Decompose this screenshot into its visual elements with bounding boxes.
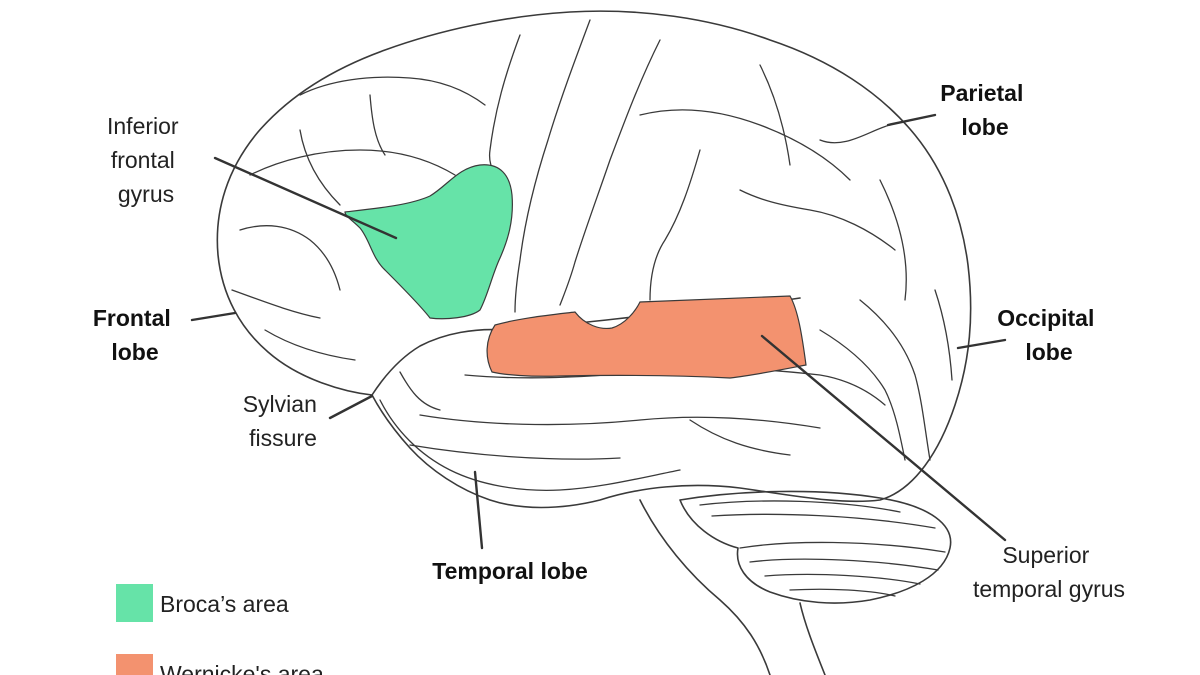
- cerebellum: [679, 490, 952, 604]
- label-superior-temporal-line-2: temporal gyrus: [973, 576, 1125, 602]
- leader-occipital-lobe: [956, 338, 1007, 350]
- label-occipital-line-2: lobe: [1025, 339, 1072, 365]
- legend-swatch-wernicke: [116, 654, 153, 675]
- legend-label-wernicke: Wernicke's area: [160, 661, 324, 675]
- leader-temporal-lobe: [473, 470, 484, 550]
- label-frontal-lobe: Frontal lobe: [93, 305, 177, 365]
- wernicke-area-region: [486, 295, 807, 379]
- broca-area-region: [344, 164, 513, 320]
- label-occipital-line-1: Occipital: [997, 305, 1094, 331]
- label-sylvian-fissure: Sylvian fissure: [243, 391, 324, 451]
- label-sylvian-line-1: Sylvian: [243, 391, 317, 417]
- leader-parietal-lobe: [886, 113, 937, 127]
- label-parietal-lobe: Parietal lobe: [940, 80, 1030, 140]
- legend: Broca’s area Wernicke's area: [116, 584, 324, 675]
- label-superior-temporal-gyrus: Superior temporal gyrus: [973, 542, 1125, 602]
- cerebrum: [216, 10, 972, 509]
- leader-sylvian-fissure: [328, 394, 374, 420]
- legend-swatch-broca: [116, 584, 153, 622]
- label-temporal-lobe: Temporal lobe: [432, 558, 588, 584]
- leader-superior-temporal: [760, 334, 1007, 542]
- gyri-lines: [231, 19, 953, 461]
- label-inferior-frontal-line-1: Inferior: [107, 113, 179, 139]
- brainstem: [639, 499, 826, 675]
- label-inferior-frontal-line-2: frontal: [111, 147, 175, 173]
- label-frontal-lobe-line-2: lobe: [111, 339, 158, 365]
- leader-inferior-frontal: [213, 156, 398, 240]
- label-superior-temporal-line-1: Superior: [1002, 542, 1089, 568]
- label-parietal-line-2: lobe: [961, 114, 1008, 140]
- label-occipital-lobe: Occipital lobe: [997, 305, 1101, 365]
- legend-label-broca: Broca’s area: [160, 591, 289, 617]
- label-sylvian-line-2: fissure: [249, 425, 317, 451]
- label-parietal-line-1: Parietal: [940, 80, 1023, 106]
- label-frontal-lobe-line-1: Frontal: [93, 305, 171, 331]
- label-inferior-frontal-line-3: gyrus: [118, 181, 174, 207]
- leader-frontal-lobe: [190, 311, 237, 322]
- label-inferior-frontal-gyrus: Inferior frontal gyrus: [107, 113, 185, 207]
